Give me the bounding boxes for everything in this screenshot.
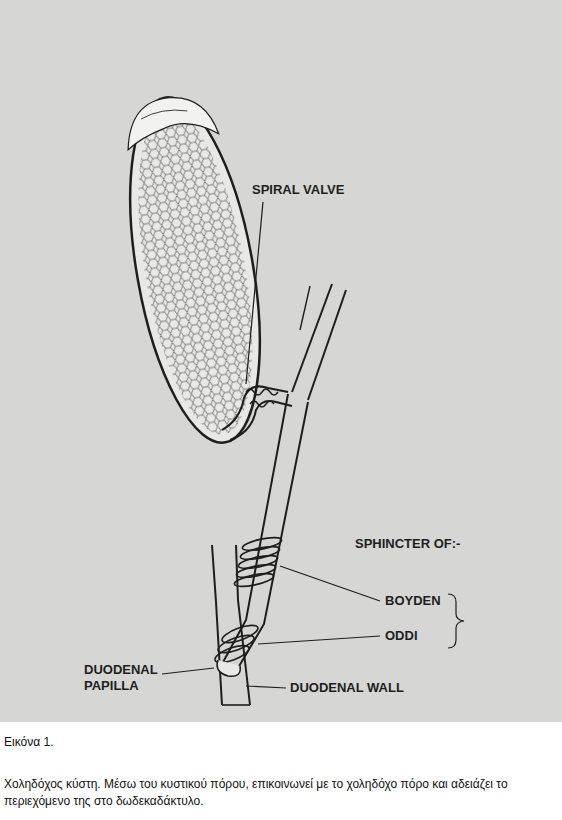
part-label: SPIRAL VALVE — [252, 182, 392, 198]
part-label: BOYDEN — [385, 593, 465, 609]
part-label: ODDI — [385, 628, 465, 644]
part-label: DUODENAL PAPILLA — [84, 662, 162, 694]
part-label: DUODENAL WALL — [290, 680, 440, 696]
figure-caption: Χοληδόχος κύστη. Μέσω του κυστικού πόρου… — [4, 776, 556, 810]
photo-ground — [0, 0, 562, 722]
part-label: SPHINCTER OF:- — [355, 536, 515, 552]
figure-title: Εικόνα 1. — [4, 734, 53, 751]
